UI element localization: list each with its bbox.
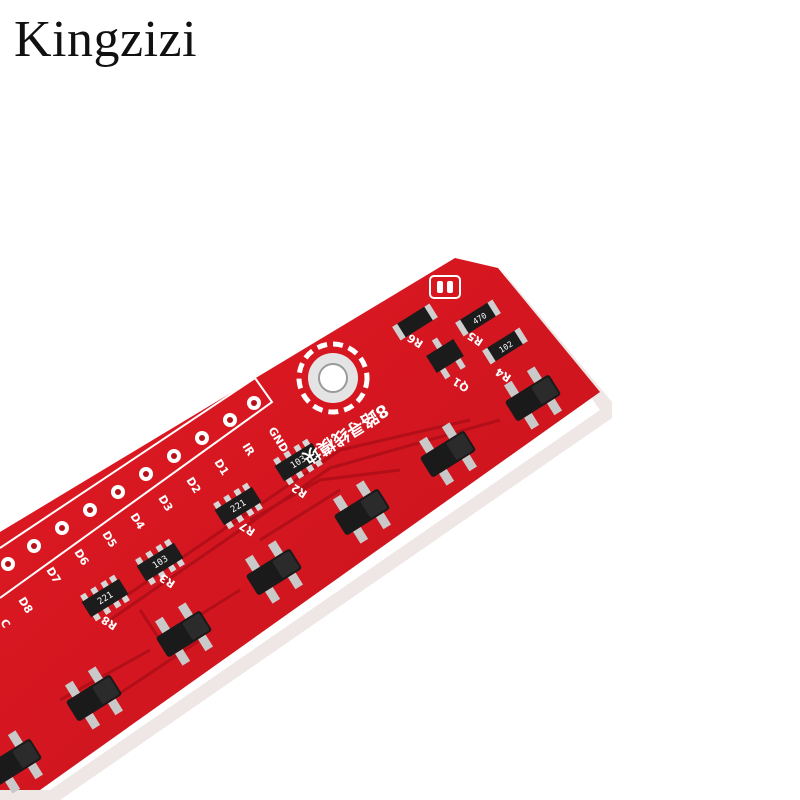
board-logo: [429, 275, 461, 299]
header-outline: [0, 376, 274, 599]
smd-resistors: [392, 299, 528, 365]
brand-watermark: Kingzizi: [14, 11, 198, 68]
mounting-hole: [296, 341, 370, 415]
transistor-q1: [426, 337, 466, 380]
board-surface: [0, 258, 600, 790]
